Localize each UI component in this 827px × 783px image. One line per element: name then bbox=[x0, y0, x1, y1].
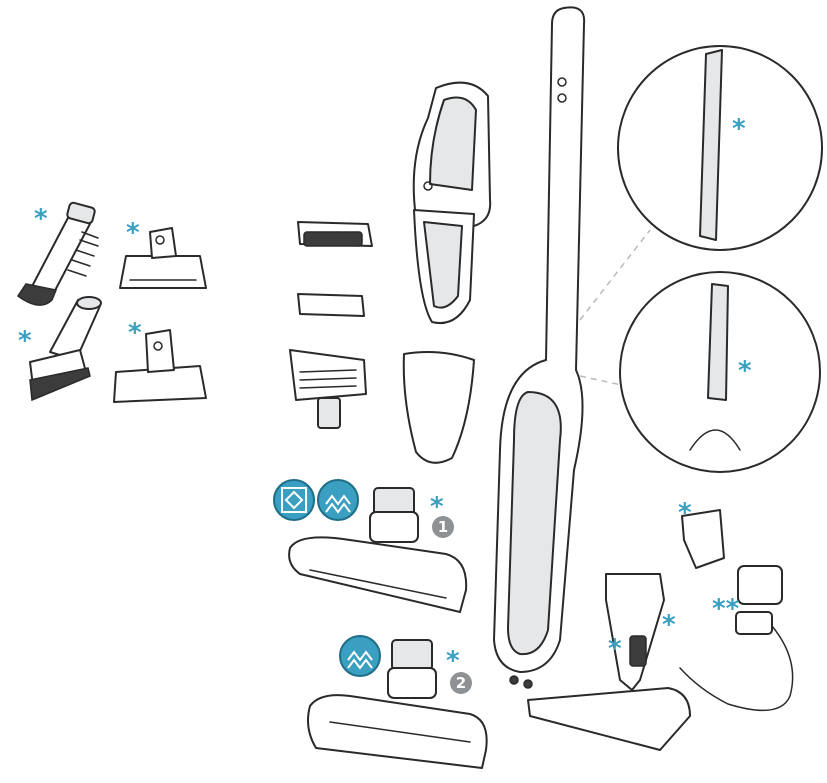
asterisk-marker: * bbox=[128, 318, 142, 348]
asterisk-marker: * bbox=[430, 492, 444, 522]
asterisk-marker: * bbox=[18, 326, 32, 356]
asterisk-marker: * bbox=[662, 610, 676, 640]
asterisk-marker: * bbox=[126, 218, 140, 248]
dust-container-lid bbox=[402, 351, 475, 464]
asterisk-marker: * bbox=[446, 646, 460, 676]
asterisk-marker: * bbox=[732, 114, 746, 144]
asterisk-marker: * bbox=[608, 634, 622, 664]
dusting-brush bbox=[16, 201, 99, 306]
pre-filter bbox=[297, 221, 373, 247]
nozzle-number-badge-1: 1 bbox=[432, 516, 454, 538]
small-nozzle-top bbox=[119, 227, 207, 289]
wall-mount-clip bbox=[681, 509, 725, 569]
floor-nozzle-1 bbox=[288, 487, 468, 613]
stick-vacuum-body bbox=[493, 6, 586, 689]
carpet-icon bbox=[339, 635, 381, 677]
foam-filter bbox=[297, 293, 365, 317]
floor-nozzle-2 bbox=[307, 639, 488, 769]
small-nozzle-bottom bbox=[113, 329, 207, 403]
asterisk-marker: * bbox=[34, 204, 48, 234]
carpet-icon bbox=[317, 479, 359, 521]
charging-stand bbox=[527, 573, 691, 751]
handheld-unit bbox=[412, 81, 492, 324]
nozzle-number-badge-2: 2 bbox=[450, 672, 472, 694]
zoom-callout-bottom bbox=[579, 271, 821, 473]
cyclone-filter bbox=[289, 349, 367, 429]
crevice-tool bbox=[29, 296, 102, 402]
charger-adapter bbox=[679, 565, 794, 712]
double-asterisk-marker: ** bbox=[712, 594, 740, 624]
asterisk-marker: * bbox=[738, 356, 752, 386]
asterisk-marker: * bbox=[678, 498, 692, 528]
zoom-callout-top bbox=[579, 45, 823, 321]
hard-floor-icon bbox=[273, 479, 315, 521]
